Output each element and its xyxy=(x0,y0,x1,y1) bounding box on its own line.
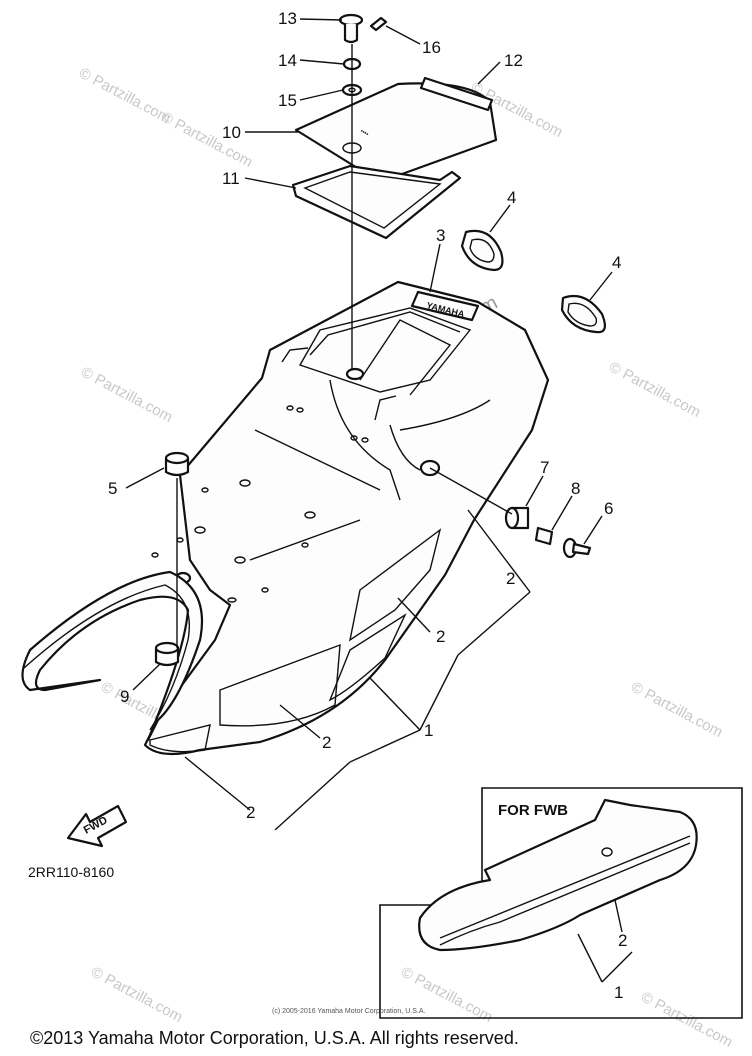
watermark: © Partzilla.com xyxy=(606,359,703,421)
callout-5: 5 xyxy=(108,479,117,498)
inset-stripe-2 xyxy=(439,835,691,939)
side-panel xyxy=(149,724,211,753)
hole xyxy=(151,552,159,558)
copyright: ©2013 Yamaha Motor Corporation, U.S.A. A… xyxy=(30,1028,519,1048)
inset-fwb: FOR FWB xyxy=(379,787,743,1019)
assembly-lines xyxy=(176,44,513,648)
inset-hole xyxy=(601,847,613,857)
callout-1: 1 xyxy=(614,983,623,1002)
watermark: © Partzilla.com xyxy=(78,364,175,426)
hole xyxy=(296,407,304,413)
hole xyxy=(350,435,358,441)
cowl-rail-right xyxy=(374,395,397,421)
callout-2: 2 xyxy=(506,569,515,588)
grommet-4-inner xyxy=(567,302,598,327)
cover-10 xyxy=(294,82,498,184)
side-panel xyxy=(348,528,442,642)
seat-strap-inner xyxy=(23,584,190,731)
hole xyxy=(286,405,294,411)
watermark: © Partzilla.com xyxy=(628,679,725,741)
tail-cowl-1 xyxy=(143,280,550,756)
watermark: © Partzilla.com xyxy=(88,964,185,1026)
hole xyxy=(176,537,184,543)
hole xyxy=(234,556,246,564)
callout-16: 16 xyxy=(422,38,441,57)
side-panel xyxy=(328,613,407,702)
watermark: © Partzilla.com xyxy=(638,989,735,1051)
callout-12: 12 xyxy=(504,51,523,70)
gasket-11 xyxy=(291,164,462,240)
callout-4: 4 xyxy=(612,253,621,272)
hole xyxy=(304,511,316,519)
callout-2: 2 xyxy=(322,733,331,752)
seal-strip-12 xyxy=(419,76,494,112)
callout-2: 2 xyxy=(436,627,445,646)
cowl-crease-2 xyxy=(249,519,361,561)
callout-6: 6 xyxy=(604,499,613,518)
watermark: © Partzilla.com xyxy=(398,964,495,1026)
fwd-arrow: FWD xyxy=(66,804,128,848)
hole xyxy=(194,526,206,534)
grommet-4 xyxy=(560,294,607,334)
callout-8: 8 xyxy=(571,479,580,498)
leader-lines xyxy=(125,18,613,831)
hole xyxy=(301,542,309,548)
cover-mount-hole xyxy=(345,367,365,381)
hole xyxy=(201,487,209,493)
hole xyxy=(361,437,369,443)
cowl-top-edge xyxy=(269,281,549,381)
callout-11: 11 xyxy=(222,169,240,188)
callouts: 13 16 14 12 15 10 11 4 3 4 7 8 6 5 2 2 9… xyxy=(108,9,627,1002)
callout-14: 14 xyxy=(278,51,297,70)
cowl-opening-lip xyxy=(309,311,461,356)
hole xyxy=(261,587,269,593)
grommet-4 xyxy=(460,229,504,272)
spacer-8 xyxy=(534,526,554,546)
cowl-rail-left xyxy=(281,347,309,363)
cowl-outline xyxy=(143,280,550,756)
screw-6 xyxy=(562,537,592,559)
cowl-crease xyxy=(254,429,381,491)
callout-7: 7 xyxy=(540,458,549,477)
callout-4: 4 xyxy=(507,188,516,207)
callout-15: 15 xyxy=(278,91,297,110)
grommet-4-inner xyxy=(469,238,495,263)
bolt-13-shank xyxy=(343,24,359,44)
hole xyxy=(227,597,237,603)
gasket-11-inner xyxy=(303,171,442,229)
cowl-opening xyxy=(298,307,472,393)
callout-3: 3 xyxy=(436,226,445,245)
cowl-crease-3 xyxy=(399,399,491,431)
callout-9: 9 xyxy=(120,687,129,706)
callout-2: 2 xyxy=(618,931,627,950)
pin-16 xyxy=(369,16,388,32)
inset-title: FOR FWB xyxy=(498,802,568,819)
callout-1: 1 xyxy=(424,721,433,740)
hole xyxy=(239,479,251,487)
collar-7 xyxy=(504,506,530,530)
callout-13: 13 xyxy=(278,9,297,28)
callout-2: 2 xyxy=(246,803,255,822)
damper-9 xyxy=(154,641,180,667)
side-panel xyxy=(219,643,341,727)
hardware-top xyxy=(338,13,388,97)
inset-stripe xyxy=(439,842,691,946)
watermark: © Partzilla.com xyxy=(76,65,173,127)
bolt-13 xyxy=(338,13,364,27)
cover-marking: ▪▪▪▪ xyxy=(359,129,369,138)
damper-5 xyxy=(164,451,190,477)
cowl-ridge-2 xyxy=(389,424,421,471)
part-code: 2RR110-8160 xyxy=(28,864,114,880)
cowl-inner-box xyxy=(359,319,452,396)
small-copyright: (c) 2005-2016 Yamaha Motor Corporation, … xyxy=(272,1008,425,1015)
emblem-3 xyxy=(410,290,480,322)
callout-10: 10 xyxy=(222,123,241,142)
inset-panel xyxy=(418,798,698,952)
